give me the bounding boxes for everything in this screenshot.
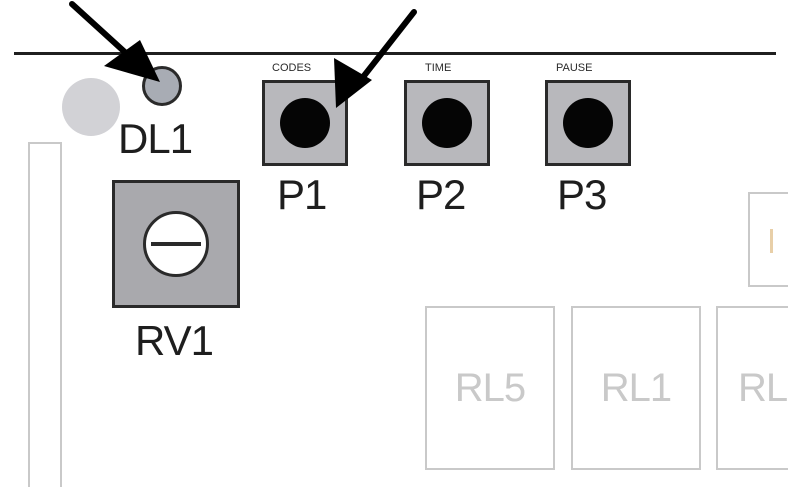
- button-cap: [280, 98, 330, 148]
- button-cap: [563, 98, 613, 148]
- component-mark: [770, 229, 773, 253]
- connector-strip: [28, 142, 62, 487]
- board-edge-line: [14, 52, 776, 55]
- push-button-p1: [262, 80, 348, 166]
- trimmer-rv1: [112, 180, 240, 308]
- button-caption-time: TIME: [425, 62, 452, 74]
- arrow-to-p1: [334, 9, 417, 108]
- button-cap: [422, 98, 472, 148]
- button-label-p1: P1: [277, 171, 327, 218]
- trimmer-label: RV1: [135, 317, 214, 364]
- relay-label: RL5: [454, 366, 526, 410]
- push-button-p2: [404, 80, 490, 166]
- button-caption-codes: CODES: [272, 62, 312, 74]
- button-label-p3: P3: [557, 171, 607, 218]
- arrow-to-led: [69, 1, 160, 82]
- push-button-p3: [545, 80, 631, 166]
- trimmer-knob: [143, 211, 209, 277]
- relay-rl5: RL5: [425, 306, 555, 470]
- trimmer-slot: [151, 242, 201, 246]
- relay-partial: RL: [716, 306, 788, 470]
- relay-label: RL1: [600, 366, 672, 410]
- led-halo: [62, 78, 120, 136]
- button-label-p2: P2: [416, 171, 466, 218]
- partial-component: [748, 192, 788, 287]
- button-caption-pause: PAUSE: [556, 62, 593, 74]
- led-label: DL1: [118, 115, 193, 162]
- relay-rl1: RL1: [571, 306, 701, 470]
- relay-label: RL: [738, 366, 788, 410]
